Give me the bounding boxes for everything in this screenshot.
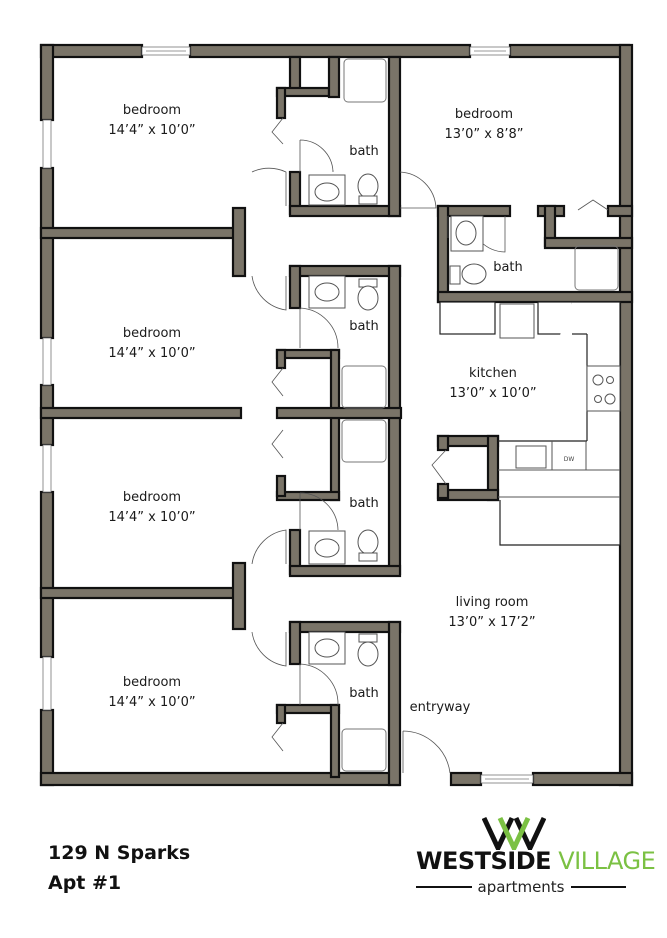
room-name: bedroom xyxy=(122,490,182,505)
room-label-bath-4: bath xyxy=(349,686,379,701)
room-name: kitchen xyxy=(469,366,517,381)
bath-fixtures xyxy=(308,58,619,772)
logo-tagline: apartments xyxy=(477,878,565,896)
divider-left xyxy=(416,886,472,888)
room-label-bath-1: bath xyxy=(349,144,379,159)
room-label-entryway: entryway xyxy=(409,700,471,715)
room-name: bedroom xyxy=(454,107,514,122)
room-label-kitchen: kitchen 13’0” x 10’0” xyxy=(449,364,536,404)
room-size: 14’4” x 10’0” xyxy=(108,510,196,525)
room-label-bedroom-4: bedroom 14’4” x 10’0” xyxy=(108,488,195,528)
room-name: bedroom xyxy=(122,675,182,690)
logo-word-village: VILLAGE xyxy=(558,847,656,875)
divider-right xyxy=(570,886,626,888)
room-name: living room xyxy=(455,595,529,610)
westside-village-logo: WESTSIDE VILLAGE apartments xyxy=(412,812,656,898)
room-size: 14’4” x 10’0” xyxy=(108,346,196,361)
unit-number: Apt #1 xyxy=(48,872,122,894)
room-size: 13’0” x 17’2” xyxy=(448,615,536,630)
room-label-bath-2: bath xyxy=(349,319,379,334)
street-address: 129 N Sparks xyxy=(48,842,191,864)
logo-wordmark: WESTSIDE VILLAGE xyxy=(416,847,656,875)
room-name: bedroom xyxy=(122,103,182,118)
windows xyxy=(42,46,534,784)
logo-tagline-row: apartments xyxy=(416,878,626,896)
room-label-bedroom-3: bedroom 14’4” x 10’0” xyxy=(108,324,195,364)
room-label-bath-3: bath xyxy=(349,496,379,511)
room-size: 13’0” x 10’0” xyxy=(449,386,537,401)
room-label-bedroom-5: bedroom 14’4” x 10’0” xyxy=(108,673,195,713)
logo-word-westside: WESTSIDE xyxy=(416,847,552,875)
room-label-bedroom-2: bedroom 13’0” x 8’8” xyxy=(444,105,523,145)
logo-w-mark-icon xyxy=(482,816,546,850)
room-label-bedroom-1: bedroom 14’4” x 10’0” xyxy=(108,101,195,141)
room-name: bedroom xyxy=(122,326,182,341)
room-label-living-room: living room 13’0” x 17’2” xyxy=(448,593,535,633)
room-size: 13’0” x 8’8” xyxy=(444,127,524,142)
room-label-bath-5: bath xyxy=(493,260,523,275)
room-size: 14’4” x 10’0” xyxy=(108,695,196,710)
address-block: 129 N Sparks Apt #1 xyxy=(48,838,190,898)
room-size: 14’4” x 10’0” xyxy=(108,123,196,138)
kitchen-cabinets xyxy=(439,301,621,546)
doors xyxy=(251,117,609,774)
dishwasher-label: DW xyxy=(564,456,575,463)
